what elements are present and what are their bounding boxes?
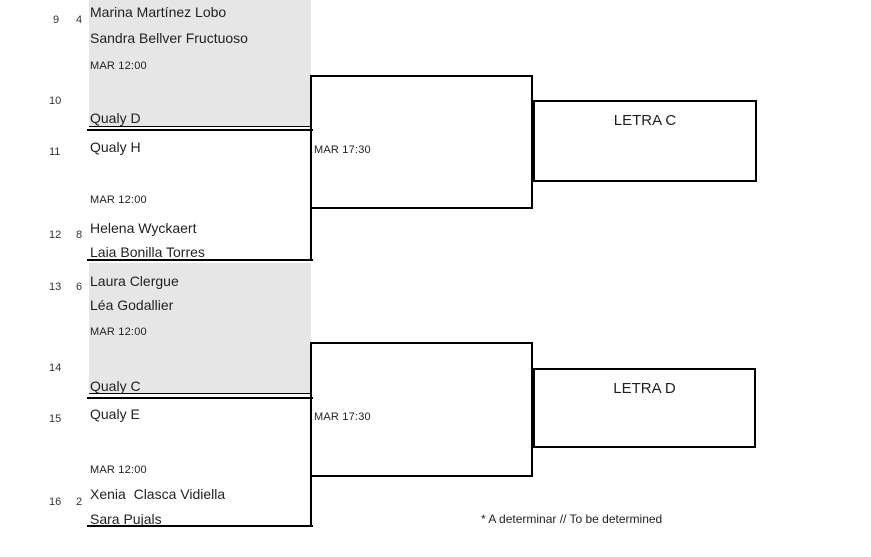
- match-time: MAR 17:30: [314, 144, 371, 156]
- bracket-line: [87, 259, 313, 261]
- qualifier-slot: Qualy H: [90, 139, 141, 155]
- draw-position-number: 16: [49, 496, 62, 508]
- match-time: MAR 12:00: [90, 194, 147, 206]
- player-name: Léa Godallier: [90, 297, 174, 313]
- semifinal-box-upper: [310, 75, 533, 209]
- match-time: MAR 12:00: [90, 464, 147, 476]
- bracket-line: [87, 397, 313, 399]
- qualifier-slot: Qualy D: [90, 110, 141, 126]
- draw-position-number: 9: [53, 14, 60, 26]
- draw-position-number: 13: [49, 281, 62, 293]
- qualifier-slot: Qualy E: [90, 406, 140, 422]
- draw-position-number: 10: [49, 95, 62, 107]
- final-box-letra-c: LETRA C: [533, 100, 757, 182]
- final-box-letra-d: LETRA D: [533, 368, 756, 448]
- semifinal-box-lower: [310, 342, 533, 477]
- match-block-shade-3: [89, 263, 311, 394]
- bracket-line: [87, 525, 313, 527]
- footnote: * A determinar // To be determined: [481, 512, 663, 526]
- seed-number: 4: [76, 14, 83, 26]
- draw-position-number: 15: [49, 413, 62, 425]
- bracket-connector: [310, 342, 312, 527]
- draw-position-number: 11: [49, 146, 61, 158]
- draw-position-number: 12: [49, 229, 62, 241]
- draw-position-number: 14: [49, 362, 62, 374]
- seed-number: 6: [76, 281, 83, 293]
- qualifier-slot: Qualy C: [90, 378, 141, 394]
- match-time: MAR 17:30: [314, 411, 371, 423]
- player-name: Marina Martínez Lobo: [90, 4, 227, 20]
- bracket-connector: [310, 75, 312, 261]
- match-time: MAR 12:00: [90, 326, 147, 338]
- bracket-line: [87, 129, 313, 131]
- player-name: Helena Wyckaert: [90, 220, 197, 236]
- player-name: Laia Bonilla Torres: [90, 244, 205, 260]
- seed-number: 2: [76, 496, 83, 508]
- seed-number: 8: [76, 229, 83, 241]
- player-name: Sandra Bellver Fructuoso: [90, 30, 248, 46]
- player-name: Sara Pujals: [90, 511, 162, 527]
- match-time: MAR 12:00: [90, 60, 147, 72]
- match-block-shade-1: [89, 0, 311, 127]
- player-name: Xenia Clasca Vidiella: [90, 486, 226, 502]
- player-name: Laura Clergue: [90, 273, 179, 289]
